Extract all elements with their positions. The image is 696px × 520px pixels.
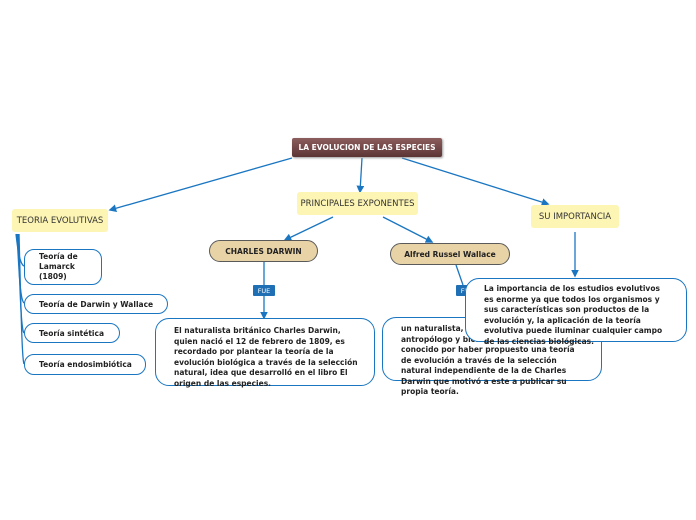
teoria-darwin-wallace[interactable]: Teoría de Darwin y Wallace (24, 294, 168, 314)
teoria-endosimbiotica-label: Teoría endosimbiótica (39, 360, 132, 369)
branch-importancia-label: SU IMPORTANCIA (538, 211, 612, 222)
edge-exponentes-darwin (283, 216, 334, 241)
importancia-description-text: La importancia de los estudios evolutivo… (484, 284, 663, 346)
edge-root-teorias (108, 157, 293, 213)
darwin-name: CHARLES DARWIN (225, 246, 302, 256)
teoria-endosimbiotica[interactable]: Teoría endosimbiótica (24, 354, 146, 375)
darwin-description-text: El naturalista británico Charles Darwin,… (174, 326, 358, 388)
root-topic-label: LA EVOLUCION DE LAS ESPECIES (298, 143, 436, 152)
edge-wallace-fue (455, 264, 464, 286)
branch-teorias-evolutivas[interactable]: TEORIA EVOLUTIVAS (12, 209, 108, 232)
teoria-sintetica[interactable]: Teoría sintética (24, 323, 120, 343)
edge-teorias-endosimbiotica (18, 233, 25, 365)
wallace-name: Alfred Russel Wallace (404, 249, 496, 259)
root-topic[interactable]: LA EVOLUCION DE LAS ESPECIES (292, 138, 442, 157)
teoria-lamarck[interactable]: Teoría de Lamarck (1809) (24, 249, 102, 285)
edge-exponentes-wallace (382, 216, 434, 243)
darwin-description[interactable]: El naturalista británico Charles Darwin,… (155, 318, 375, 388)
edge-root-importancia (401, 157, 550, 206)
exponente-alfred-wallace[interactable]: Alfred Russel Wallace (390, 243, 510, 265)
link-label-darwin: FUE (253, 285, 275, 296)
importancia-description[interactable]: La importancia de los estudios evolutivo… (465, 278, 687, 346)
branch-exponentes-label: PRINCIPALES EXPONENTES (300, 198, 415, 209)
branch-principales-exponentes[interactable]: PRINCIPALES EXPONENTES (297, 192, 418, 215)
exponente-charles-darwin[interactable]: CHARLES DARWIN (209, 240, 318, 262)
branch-su-importancia[interactable]: SU IMPORTANCIA (531, 205, 619, 228)
teoria-sintetica-label: Teoría sintética (39, 328, 105, 338)
teoria-lamarck-label: Teoría de Lamarck (1809) (39, 252, 78, 281)
edge-root-exponentes (356, 157, 365, 194)
branch-teorias-label: TEORIA EVOLUTIVAS (16, 215, 104, 226)
teoria-darwin-wallace-label: Teoría de Darwin y Wallace (39, 299, 154, 309)
